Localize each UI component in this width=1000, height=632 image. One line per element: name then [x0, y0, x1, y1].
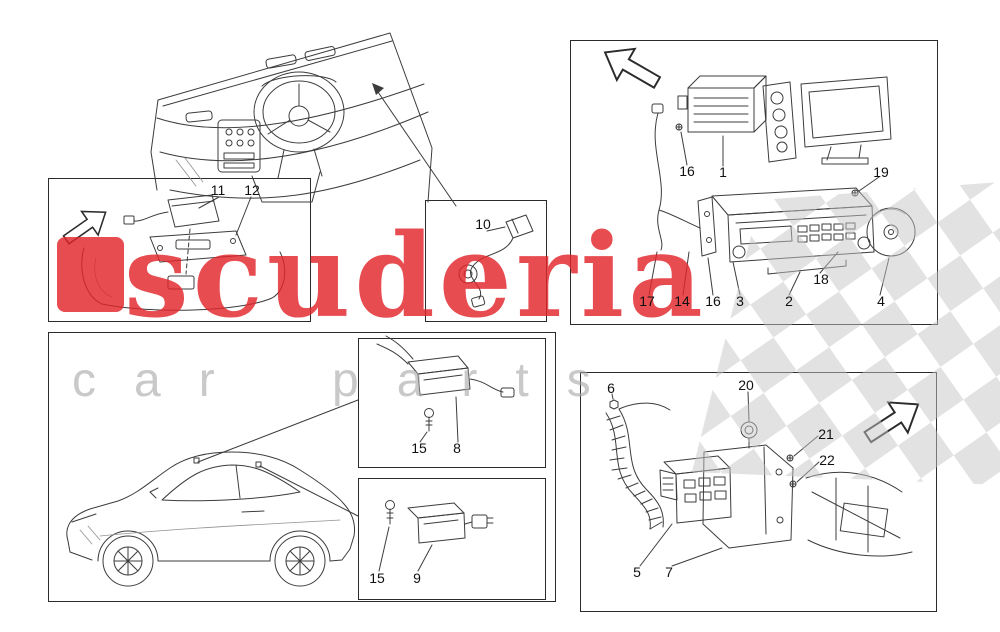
- callout-16b: 16: [705, 293, 721, 309]
- callout-21: 21: [818, 426, 834, 442]
- callout-15a: 15: [411, 440, 427, 456]
- car-side-drawing: [66, 399, 359, 587]
- panel-door-module-box: [358, 478, 546, 600]
- panel-roof-module-box: [48, 178, 311, 322]
- door-module-drawing: [378, 500, 494, 572]
- callout-14: 14: [674, 293, 690, 309]
- ecu-drawing: [605, 391, 913, 567]
- callout-18: 18: [813, 271, 829, 287]
- panel-car-overview-box: [48, 332, 556, 602]
- callout-3: 3: [736, 293, 744, 309]
- callout-7: 7: [665, 564, 673, 580]
- audio-system-drawing: [648, 75, 916, 296]
- callout-12: 12: [244, 182, 260, 198]
- northwest-arrow-icon: [603, 47, 662, 89]
- roof-module-drawing: [81, 194, 286, 311]
- callout-11: 11: [210, 182, 226, 198]
- callout-5: 5: [633, 564, 641, 580]
- callout-15b: 15: [369, 570, 385, 586]
- northeast-arrow-icon: [863, 401, 920, 444]
- hands-free-cable-drawing: [458, 214, 534, 308]
- panel-cable-detail-box: [425, 200, 547, 322]
- callout-8: 8: [453, 440, 461, 456]
- antenna-module-drawing: [376, 335, 515, 443]
- callout-17: 17: [639, 293, 655, 309]
- callout-9: 9: [413, 570, 421, 586]
- chassis-background-sketch: [805, 471, 913, 557]
- callout-1: 1: [719, 164, 727, 180]
- callout-4: 4: [877, 293, 885, 309]
- panel-antenna-module-box: [358, 338, 546, 468]
- dashboard-drawing: [150, 32, 457, 207]
- callout-16a: 16: [679, 163, 695, 179]
- callout-20: 20: [738, 377, 754, 393]
- northeast-arrow-icon: [62, 210, 107, 245]
- callout-2: 2: [785, 293, 793, 309]
- callout-10: 10: [475, 216, 491, 232]
- callout-6: 6: [607, 380, 615, 396]
- callout-22: 22: [819, 452, 835, 468]
- callout-19: 19: [873, 164, 889, 180]
- locator-arrowhead: [372, 83, 384, 95]
